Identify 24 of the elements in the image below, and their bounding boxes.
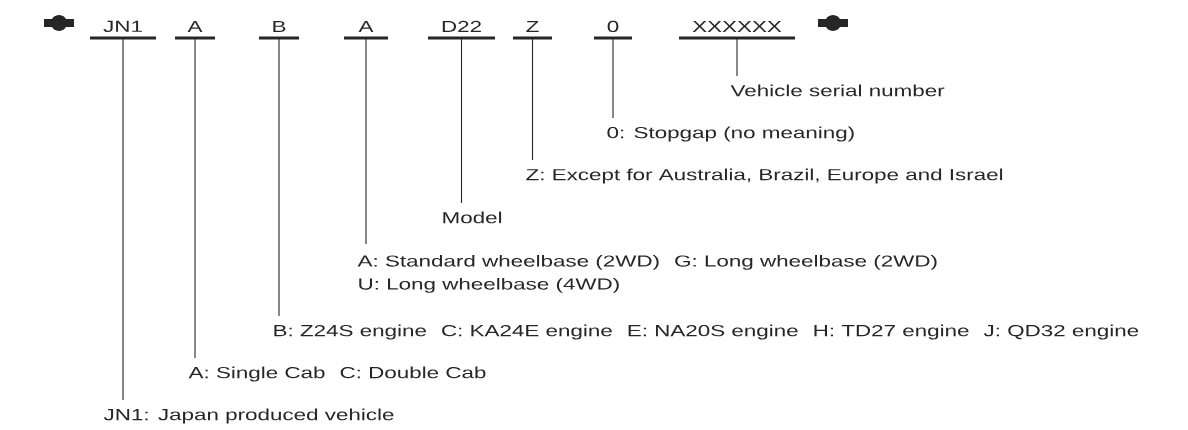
- description-text: 0: Stopgap (no meaning): [607, 126, 854, 142]
- leader-line: [122, 38, 124, 401]
- leader-line: [194, 38, 196, 359]
- code-segment: XXXXXX: [679, 20, 795, 40]
- leader-line: [365, 38, 367, 245]
- description-text: Z: Except for Australia, Brazil, Europe and Israel: [526, 168, 1003, 184]
- description-text: Model: [443, 211, 502, 224]
- leader-line: [612, 38, 614, 119]
- code-segment: JN1: [90, 20, 156, 40]
- leader-line: [278, 38, 280, 317]
- code-segment: A: [344, 20, 388, 40]
- description-text: JN1: Japan produced vehicle: [103, 408, 394, 424]
- leader-line: [531, 38, 534, 161]
- description-text: A: Single Cab C: Double Cab: [188, 366, 486, 382]
- code-segment: Z: [513, 20, 552, 40]
- code-segment: 0: [594, 20, 632, 40]
- code-segment: A: [175, 20, 215, 40]
- description-text: A: Standard wheelbase (2WD) G: Long wheelbase (2WD) U: Long wheelbase (4WD): [357, 254, 937, 293]
- code-segment: D22: [428, 20, 495, 40]
- description-text: B: Z24S engine C: KA24E engine E: NA20S engine H: TD27 engine J: QD32 engine: [274, 324, 1139, 340]
- code-segment: B: [259, 20, 299, 40]
- description-text: Vehicle serial number: [730, 84, 945, 97]
- leader-line: [460, 38, 463, 204]
- leader-line: [736, 38, 738, 77]
